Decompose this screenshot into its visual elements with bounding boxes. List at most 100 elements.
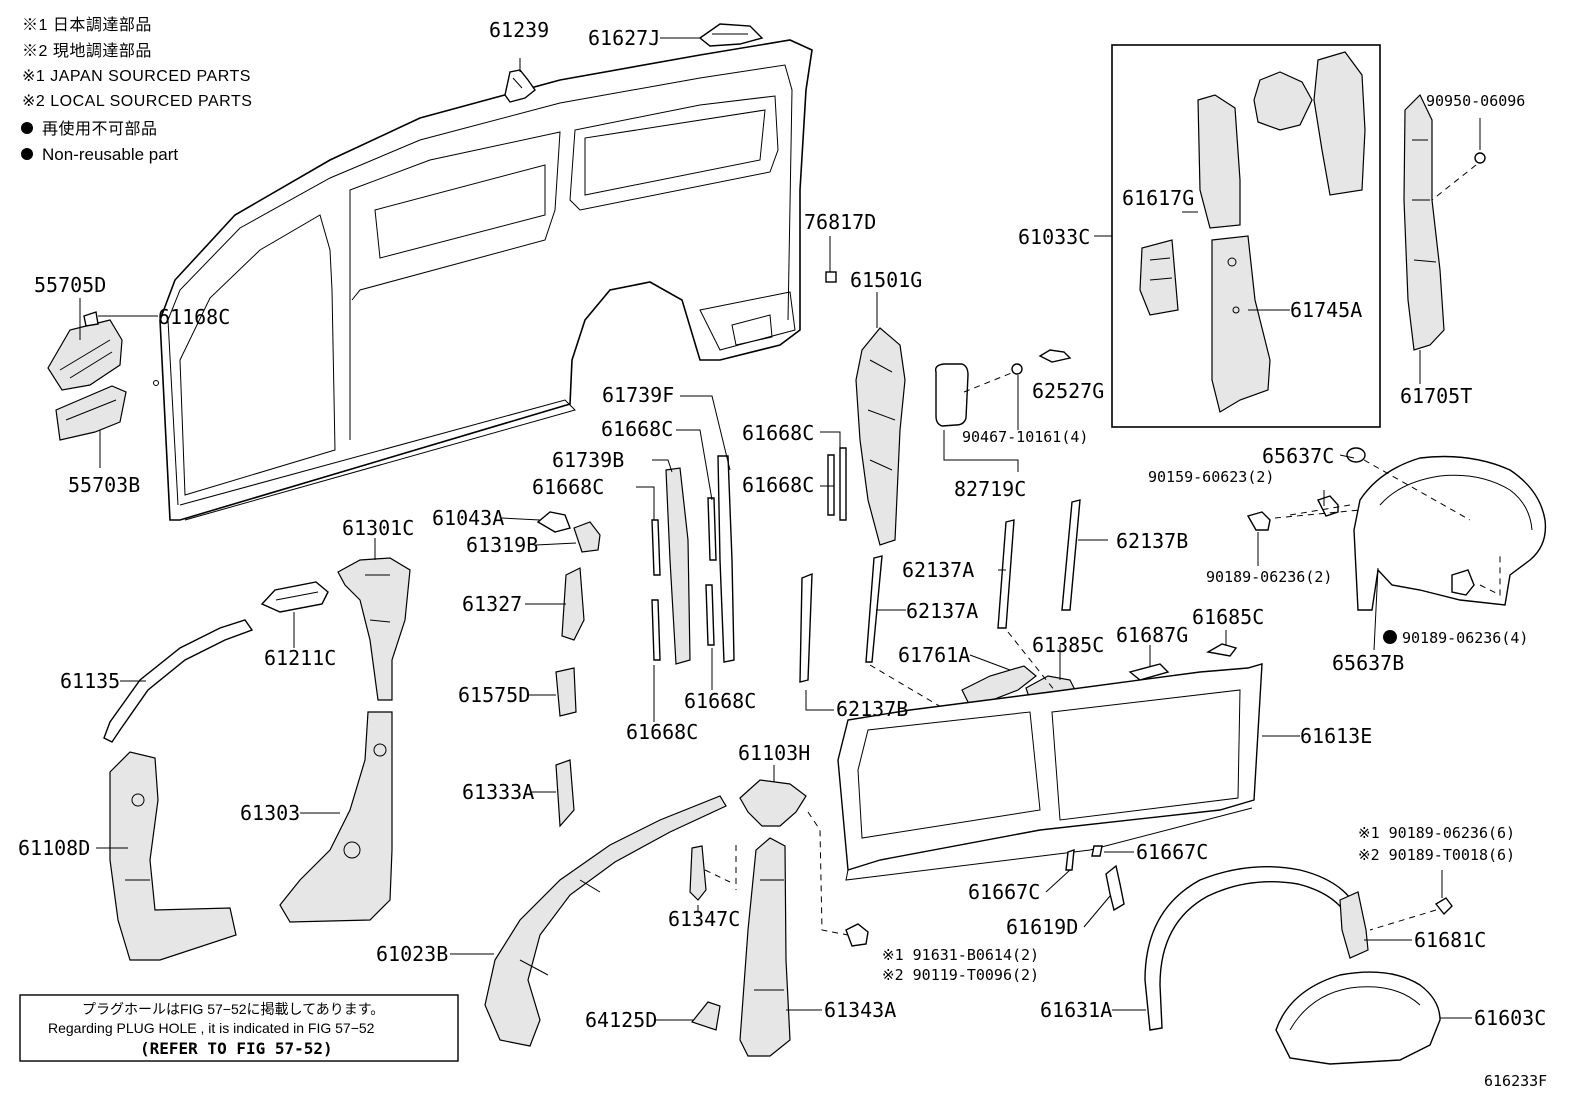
label-90467-10161: 90467-10161(4) <box>962 428 1088 446</box>
label-61617G: 61617G <box>1122 186 1194 210</box>
part-61668C-strip <box>651 519 661 576</box>
dash-line <box>1369 909 1437 931</box>
label-61668C-4: 61668C <box>742 473 814 497</box>
label-62137B-1: 62137B <box>1116 529 1188 553</box>
dash-line <box>807 811 849 936</box>
part-64125D <box>690 1001 721 1031</box>
part-61627J <box>698 23 764 47</box>
label-62137A-2: 62137A <box>906 599 978 623</box>
part-61135 <box>103 619 254 743</box>
part-61301C <box>337 557 411 701</box>
part-61668C-strip <box>705 584 715 646</box>
part-61613E <box>837 663 1263 881</box>
label-61705T: 61705T <box>1400 384 1472 408</box>
label-61668C-3: 61668C <box>742 421 814 445</box>
label-61301C: 61301C <box>342 516 414 540</box>
part-91631-bolt <box>845 923 869 947</box>
label-64125D: 64125D <box>585 1008 657 1032</box>
part-61319B <box>573 521 601 553</box>
label-61211C: 61211C <box>264 646 336 670</box>
label-55705D: 55705D <box>34 273 106 297</box>
part-61619D <box>1105 864 1125 912</box>
label-65637B: 65637B <box>1332 651 1404 675</box>
dash-line <box>1431 164 1477 201</box>
part-61681C <box>1339 891 1369 959</box>
label-61103H: 61103H <box>738 741 810 765</box>
part-62137B-strip <box>799 572 813 683</box>
part-61103H <box>739 779 807 827</box>
plug-hole-note: プラグホールはFIG 57−52に掲載してあります。 Regarding PLU… <box>19 994 459 1062</box>
part-61617G-set <box>1139 51 1366 316</box>
label-62137B-2: 62137B <box>836 697 908 721</box>
legend-local-jp: ※2 現地調達部品 <box>22 42 152 60</box>
label-90950-06096: 90950-06096 <box>1426 92 1525 110</box>
legend-nonreusable-en: Non-reusable part <box>42 145 178 164</box>
label-82719C: 82719C <box>954 477 1026 501</box>
label-55703B: 55703B <box>68 473 140 497</box>
label-90119-T0096: ※2 90119-T0096(2) <box>882 966 1039 984</box>
part-61685C <box>1205 643 1238 657</box>
label-61667C-1: 61667C <box>1136 840 1208 864</box>
label-61603C: 61603C <box>1474 1006 1546 1030</box>
legend-japan-en: ※1 JAPAN SOURCED PARTS <box>22 68 251 85</box>
label-62527G: 62527G <box>1032 379 1104 403</box>
label-65637C: 65637C <box>1262 444 1334 468</box>
part-61211C <box>260 581 329 613</box>
body-side-outer-panel <box>153 39 813 521</box>
part-61705T <box>1403 93 1445 351</box>
part-65637B <box>1353 455 1547 611</box>
part-61667C <box>1091 845 1103 857</box>
label-90189-06236-4: 90189-06236(4) <box>1402 629 1528 647</box>
label-90159-60623: 90159-60623(2) <box>1148 468 1274 486</box>
part-61327 <box>561 567 585 641</box>
non-reusable-dot-icon <box>21 122 33 134</box>
label-61687G: 61687G <box>1116 623 1188 647</box>
part-62137B-strip <box>1061 499 1081 611</box>
part-61239 <box>504 69 536 103</box>
label-61681C: 61681C <box>1414 928 1486 952</box>
part-90189-clip <box>1434 897 1453 916</box>
non-reusable-dot-icon <box>21 148 33 160</box>
part-62527G <box>1038 349 1072 363</box>
dash-line <box>704 845 737 890</box>
note-en: Regarding PLUG HOLE , it is indicated in… <box>48 1020 375 1036</box>
part-61343A <box>739 837 791 1057</box>
label-61343A: 61343A <box>824 998 896 1022</box>
part-82719C <box>934 363 1023 427</box>
label-61575D: 61575D <box>458 683 530 707</box>
label-61619D: 61619D <box>1006 915 1078 939</box>
part-labels: 61239 61627J 55705D 61168C 55703B 76817D… <box>18 18 1546 1032</box>
legend: ※1 日本調達部品 ※2 現地調達部品 ※1 JAPAN SOURCED PAR… <box>21 16 252 164</box>
part-55703B <box>55 385 127 441</box>
legend-local-en: ※2 LOCAL SOURCED PARTS <box>22 93 252 110</box>
label-61303: 61303 <box>240 801 300 825</box>
note-jp: プラグホールはFIG 57−52に掲載してあります。 <box>82 1001 384 1017</box>
label-61347C: 61347C <box>668 907 740 931</box>
part-90950-06096 <box>1474 152 1486 164</box>
leader-lines <box>79 37 1481 1021</box>
label-61239: 61239 <box>489 18 549 42</box>
label-61631A: 61631A <box>1040 998 1112 1022</box>
label-61668C-2: 61668C <box>532 475 604 499</box>
part-90159-60623 <box>1289 495 1351 517</box>
label-61668C-1: 61668C <box>601 417 673 441</box>
label-61327: 61327 <box>462 592 522 616</box>
label-61627J: 61627J <box>588 26 660 50</box>
part-61303 <box>279 711 393 923</box>
label-61108D: 61108D <box>18 836 90 860</box>
part-61668C-strip <box>839 447 847 521</box>
part-61043A <box>536 511 571 533</box>
part-55705D <box>47 311 123 391</box>
part-61739F-strip <box>717 455 735 663</box>
label-61043A: 61043A <box>432 506 504 530</box>
label-61761A: 61761A <box>898 643 970 667</box>
part-76817D <box>825 271 837 283</box>
label-61667C-2: 61667C <box>968 880 1040 904</box>
part-61668C-strip <box>707 497 717 561</box>
label-61135: 61135 <box>60 669 120 693</box>
part-90189-06236-clip <box>1246 509 1361 531</box>
non-reusable-dot-icon <box>1383 630 1397 644</box>
part-61687G <box>1128 663 1170 681</box>
label-62137A-1: 62137A <box>902 558 974 582</box>
